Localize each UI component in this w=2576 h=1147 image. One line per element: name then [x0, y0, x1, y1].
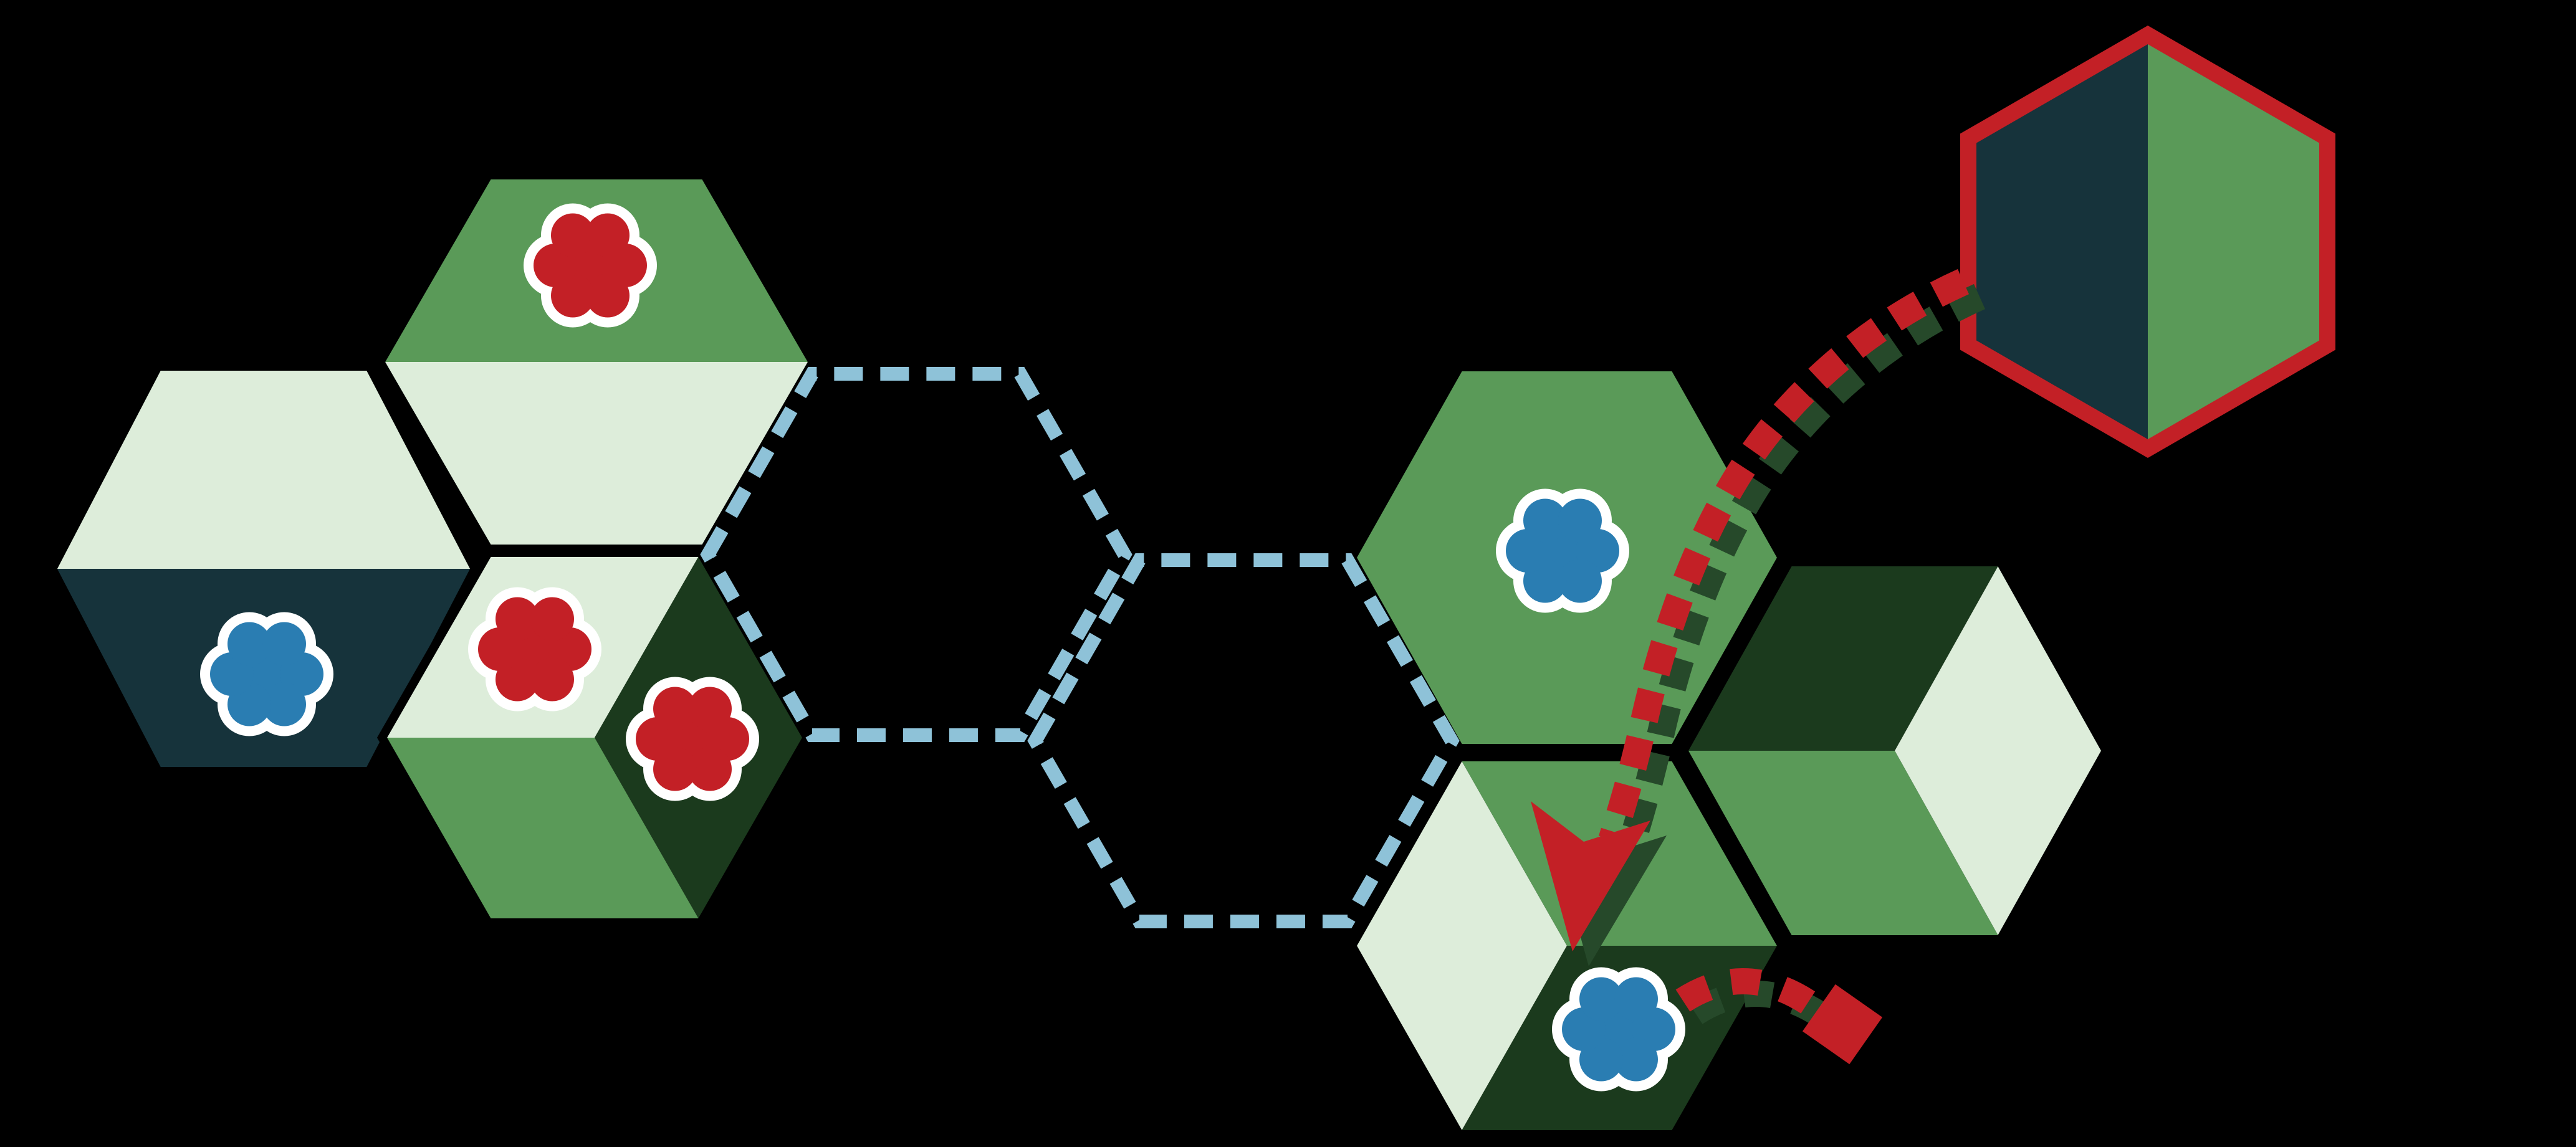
- empty-space-2[interactable]: [1027, 553, 1460, 928]
- tile-west[interactable]: [47, 362, 480, 776]
- tile-west-face-top-half: [52, 366, 475, 569]
- tile-east-top-outline: [1346, 363, 1788, 753]
- placement-arrowhead-icon: [1531, 801, 1650, 951]
- placement-arrow-path: [1598, 269, 1970, 844]
- secondary-arrow-end-square: [1802, 984, 1883, 1065]
- empty-space-1[interactable]: [700, 367, 1132, 742]
- blue-flower-icon: [1552, 967, 1685, 1092]
- red-flower-icon: [626, 677, 759, 801]
- secondary-arrow: [1675, 968, 1883, 1065]
- blue-flower-icon: [1496, 488, 1629, 613]
- incoming-tile-border: [1960, 25, 2335, 459]
- incoming-tile-left-half: [1968, 35, 2148, 449]
- red-flower-icon: [468, 587, 601, 712]
- incoming-tile[interactable]: [1960, 25, 2335, 459]
- tile-nw-top-face-bottom-half: [380, 362, 813, 549]
- tile-east-right-cube[interactable]: [1678, 558, 2112, 944]
- incoming-tile-right-half: [2148, 35, 2327, 449]
- tile-sw-cube[interactable]: [376, 548, 813, 927]
- tile-east-right-cube-outline: [1678, 558, 2112, 944]
- tile-nw-top[interactable]: [375, 171, 818, 553]
- placement-arrow: [1531, 269, 1986, 966]
- tile-east-bottom-cube-outline: [1346, 753, 1788, 1139]
- red-flower-icon: [524, 203, 657, 328]
- blue-flower-icon: [200, 612, 333, 736]
- secondary-arrow-path: [1675, 968, 1847, 1035]
